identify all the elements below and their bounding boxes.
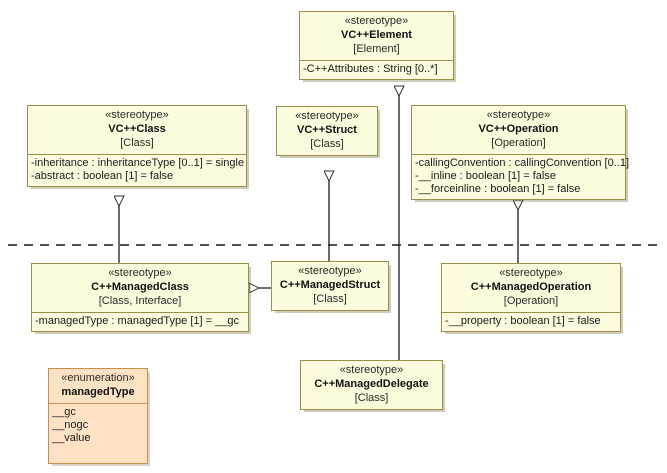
- node-header: «stereotype» C++ManagedOperation [Operat…: [442, 264, 620, 312]
- stereotype-label: «stereotype»: [486, 109, 551, 121]
- attribute-row: -managedType : managedType [1] = __gc: [35, 314, 239, 327]
- stereotype-label: «stereotype»: [108, 267, 172, 279]
- node-header: «enumeration» managedType: [49, 369, 147, 403]
- attribute-row: -__inline : boolean [1] = false: [415, 169, 556, 182]
- node-metaclass: [Operation]: [491, 136, 546, 149]
- node-name: VC++Operation: [478, 122, 559, 135]
- compartment-divider: [412, 153, 625, 155]
- node-name: C++ManagedOperation: [470, 280, 592, 293]
- node-header: «stereotype» C++ManagedDelegate [Class]: [301, 361, 442, 409]
- enum-literal-row: __nogc: [52, 418, 89, 431]
- stereotype-label: «stereotype»: [105, 109, 169, 121]
- node-header: «stereotype» VC++Element [Element]: [300, 12, 453, 60]
- attribute-row: -C++Attributes : String [0..*]: [303, 62, 438, 75]
- node-cpp-managed-struct[interactable]: «stereotype» C++ManagedStruct [Class]: [271, 261, 389, 311]
- node-metaclass: [Class]: [313, 292, 347, 305]
- node-vcpp-class[interactable]: «stereotype» VC++Class [Class] -inherita…: [27, 105, 247, 187]
- node-vcpp-element[interactable]: «stereotype» VC++Element [Element] -C++A…: [299, 11, 454, 80]
- node-metaclass: [Element]: [353, 42, 400, 55]
- attribute-row: -abstract : boolean [1] = false: [31, 169, 174, 182]
- attribute-compartment: -managedType : managedType [1] = __gc: [32, 313, 248, 331]
- node-header: «stereotype» VC++Class [Class]: [28, 106, 246, 154]
- stereotype-label: «stereotype»: [499, 267, 563, 279]
- node-cpp-managed-delegate[interactable]: «stereotype» C++ManagedDelegate [Class]: [300, 360, 443, 410]
- attribute-row: -__forceinline : boolean [1] = false: [415, 182, 581, 195]
- enum-literal-row: __gc: [52, 405, 76, 418]
- node-name: VC++Class: [108, 122, 166, 135]
- compartment-divider: [28, 153, 246, 155]
- node-name: C++ManagedStruct: [279, 278, 381, 291]
- node-metaclass: [Class]: [120, 136, 154, 149]
- compartment-divider: [32, 311, 248, 313]
- attribute-row: -inheritance : inheritanceType [0..1] = …: [31, 156, 245, 169]
- node-name: C++ManagedDelegate: [314, 377, 429, 390]
- node-metaclass: [Class]: [310, 137, 344, 150]
- node-name: managedType: [61, 385, 135, 398]
- stereotype-label: «enumeration»: [61, 372, 135, 384]
- node-header: «stereotype» C++ManagedClass [Class, Int…: [32, 264, 248, 312]
- compartment-divider: [442, 311, 620, 313]
- node-metaclass: [Class]: [354, 391, 389, 404]
- node-cpp-managed-operation[interactable]: «stereotype» C++ManagedOperation [Operat…: [441, 263, 621, 332]
- attribute-compartment: -C++Attributes : String [0..*]: [300, 61, 453, 79]
- attribute-compartment: -callingConvention : callingConvention […: [412, 155, 630, 199]
- stereotype-label: «stereotype»: [339, 364, 404, 376]
- node-vcpp-operation[interactable]: «stereotype» VC++Operation [Operation] -…: [411, 105, 630, 200]
- stereotype-label: «stereotype»: [298, 265, 362, 277]
- compartment-divider: [49, 402, 147, 404]
- node-header: «stereotype» VC++Operation [Operation]: [412, 106, 625, 154]
- node-name: VC++Element: [341, 28, 412, 41]
- node-metaclass: [Operation]: [503, 294, 559, 307]
- enum-literal-row: __value: [52, 431, 91, 444]
- node-header: «stereotype» VC++Struct [Class]: [277, 107, 377, 155]
- node-metaclass: [Class, Interface]: [98, 294, 182, 307]
- attribute-row: -callingConvention : callingConvention […: [415, 156, 630, 169]
- attribute-compartment: -__property : boolean [1] = false: [442, 313, 620, 331]
- stereotype-label: «stereotype»: [344, 15, 409, 27]
- attribute-compartment: -inheritance : inheritanceType [0..1] = …: [28, 155, 246, 186]
- attribute-row: -__property : boolean [1] = false: [445, 314, 601, 327]
- literal-compartment: __gc __nogc __value: [49, 404, 147, 463]
- node-vcpp-struct[interactable]: «stereotype» VC++Struct [Class]: [276, 106, 378, 156]
- node-cpp-managed-class[interactable]: «stereotype» C++ManagedClass [Class, Int…: [31, 263, 249, 332]
- compartment-divider: [300, 59, 453, 61]
- node-header: «stereotype» C++ManagedStruct [Class]: [272, 262, 388, 310]
- node-managed-type-enumeration[interactable]: «enumeration» managedType __gc __nogc __…: [48, 368, 148, 464]
- stereotype-label: «stereotype»: [295, 110, 359, 122]
- node-name: C++ManagedClass: [91, 280, 189, 293]
- node-name: VC++Struct: [297, 123, 357, 136]
